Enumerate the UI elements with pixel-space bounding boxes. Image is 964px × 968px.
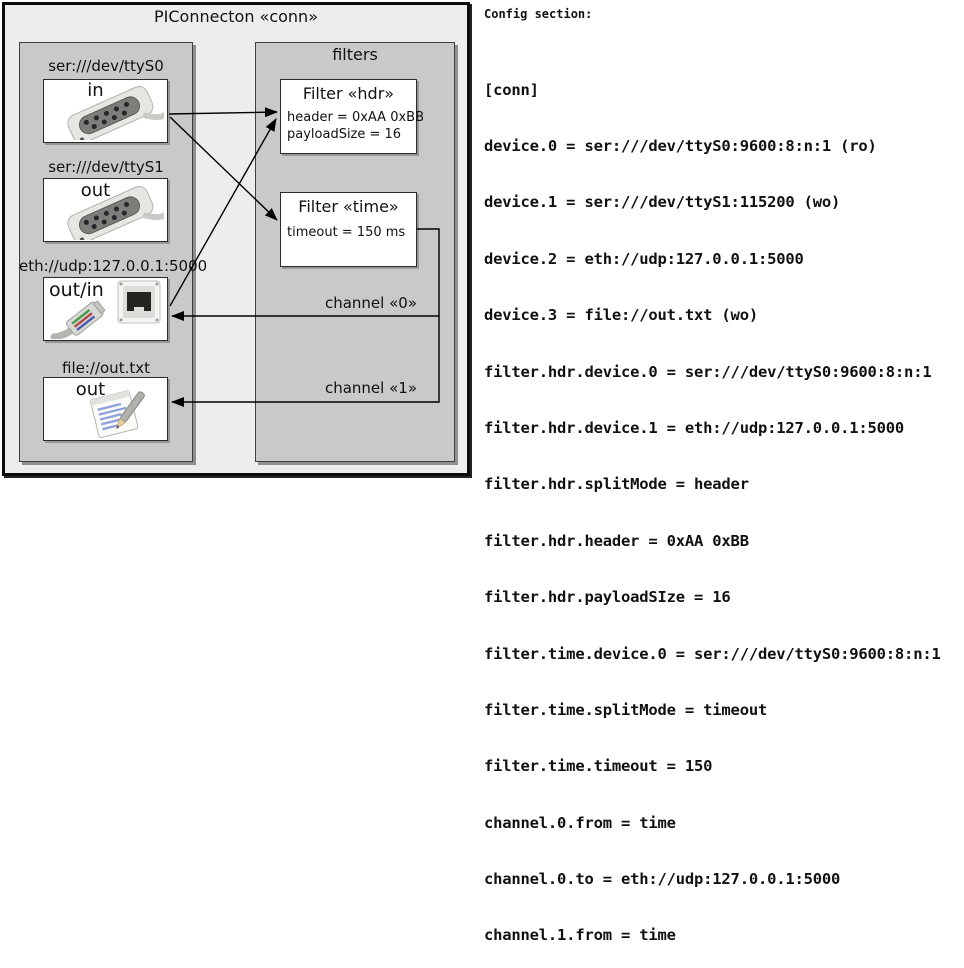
config-line: [conn] bbox=[484, 80, 539, 99]
frame-title: PIConnecton «conn» bbox=[154, 7, 318, 26]
device-uri-ttyS1: ser:///dev/ttyS1 bbox=[48, 158, 164, 176]
device-direction-ttyS1: out bbox=[80, 180, 111, 201]
config-line: filter.hdr.splitMode = header bbox=[484, 475, 749, 494]
config-line: device.2 = eth://udp:127.0.0.1:5000 bbox=[484, 249, 804, 268]
filter-time-title: Filter «time» bbox=[298, 197, 399, 216]
serial-connector-icon bbox=[67, 186, 164, 240]
config-line: channel.0.to = eth://udp:127.0.0.1:5000 bbox=[484, 870, 841, 889]
config-line: filter.hdr.device.0 = ser:///dev/ttyS0:9… bbox=[484, 362, 932, 381]
device-uri-ttyS0: ser:///dev/ttyS0 bbox=[48, 57, 164, 75]
notepad-icon bbox=[90, 390, 145, 439]
config-section-heading: Config section: bbox=[484, 7, 593, 21]
device-uri-file: file://out.txt bbox=[62, 359, 150, 377]
filter-hdr-title: Filter «hdr» bbox=[302, 84, 395, 103]
config-line: device.3 = file://out.txt (wo) bbox=[484, 306, 758, 325]
config-line: filter.hdr.payloadSIze = 16 bbox=[484, 588, 731, 607]
filter-hdr-property: header = 0xAA 0xBB bbox=[287, 110, 425, 125]
config-line: filter.hdr.device.1 = eth://udp:127.0.0.… bbox=[484, 418, 905, 437]
config-line: filter.time.device.0 = ser:///dev/ttyS0:… bbox=[484, 644, 941, 663]
channel-1-label: channel «1» bbox=[324, 379, 417, 397]
serial-connector-icon bbox=[67, 86, 164, 140]
filter-box-hdr bbox=[280, 79, 417, 154]
config-text: [conn] device.0 = ser:///dev/ttyS0:9600:… bbox=[484, 43, 941, 968]
config-line: device.0 = ser:///dev/ttyS0:9600:8:n:1 (… bbox=[484, 136, 877, 155]
device-direction-ttyS0: in bbox=[87, 80, 104, 101]
channel-0-label: channel «0» bbox=[324, 294, 417, 312]
device-direction-file: out bbox=[75, 379, 106, 400]
filter-hdr-property: payloadSize = 16 bbox=[287, 127, 402, 142]
config-line: channel.1.from = time bbox=[484, 926, 676, 945]
filter-time-property: timeout = 150 ms bbox=[287, 225, 406, 240]
config-line: device.1 = ser:///dev/ttyS1:115200 (wo) bbox=[484, 193, 841, 212]
device-direction-eth: out/in bbox=[49, 279, 104, 301]
ethernet-connector-icon bbox=[50, 280, 161, 339]
config-line: filter.time.timeout = 150 bbox=[484, 757, 713, 776]
config-line: filter.time.splitMode = timeout bbox=[484, 700, 768, 719]
filters-panel-title: filters bbox=[332, 45, 378, 64]
device-uri-eth: eth://udp:127.0.0.1:5000 bbox=[19, 257, 208, 275]
config-line: filter.hdr.header = 0xAA 0xBB bbox=[484, 531, 749, 550]
config-line: channel.0.from = time bbox=[484, 813, 676, 832]
